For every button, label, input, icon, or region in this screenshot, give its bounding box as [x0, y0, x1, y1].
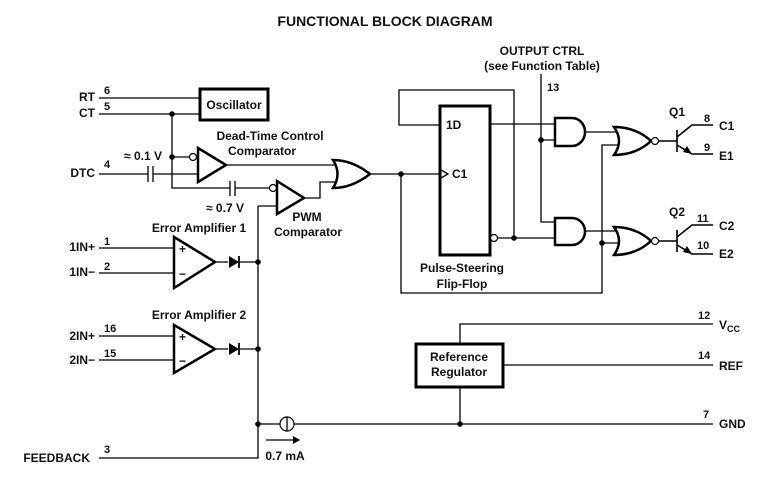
- ct-wire: [99, 113, 270, 189]
- error-amp-2-wires: [99, 335, 258, 361]
- pin-1in-plus-number: 1: [104, 236, 110, 248]
- pin-output-ctrl-number: 13: [547, 82, 559, 94]
- pin-e1-number: 9: [704, 142, 710, 154]
- ref-reg-label-2: Regulator: [431, 365, 487, 379]
- pin-1in-minus-number: 2: [104, 261, 110, 273]
- ff-clock-label: C1: [452, 167, 468, 181]
- junction: [169, 154, 175, 160]
- pin-rt-label: RT: [79, 90, 96, 104]
- pwm-wires: [258, 181, 338, 207]
- transistor-q1-icon: [659, 124, 713, 155]
- pin-c2-label: C2: [719, 219, 735, 233]
- and-output-wires: [585, 131, 620, 232]
- ff-q-bar-bubble: [489, 233, 499, 243]
- error-amp-2-plus: +: [179, 330, 186, 344]
- current-arrowhead-icon: [293, 436, 300, 444]
- error-amp-1-minus: −: [179, 267, 186, 281]
- nor-gate-2-bubble: [650, 236, 660, 246]
- junction: [511, 235, 517, 241]
- pin-1in-plus-label: 1IN+: [69, 240, 95, 254]
- feedback-bus: [99, 206, 259, 459]
- error-amp-2: [172, 322, 218, 376]
- pulse-steering-flip-flop: [438, 104, 492, 257]
- pin-gnd-label: GND: [719, 417, 746, 431]
- pwm-label-1: PWM: [292, 210, 321, 224]
- clock-wires: [370, 144, 620, 294]
- pin-dtc-number: 4: [104, 159, 111, 171]
- pin-rt-number: 6: [104, 85, 110, 97]
- ref-reg-label-1: Reference: [430, 350, 488, 364]
- pin-e2-number: 10: [697, 240, 709, 252]
- pin-c2-number: 11: [697, 213, 709, 225]
- output-ctrl-label-2: (see Function Table): [484, 59, 600, 73]
- pin-1in-minus-label: 1IN−: [69, 265, 95, 279]
- pwm-label-2: Comparator: [274, 225, 342, 239]
- transistor-q2-icon: [659, 224, 713, 255]
- pin-2in-minus-number: 15: [104, 348, 116, 360]
- dead-time-label-1: Dead-Time Control: [216, 129, 323, 143]
- q2-label: Q2: [669, 205, 685, 219]
- pin-ct-label: CT: [79, 106, 96, 120]
- offset-source-07v-icon: [229, 181, 236, 196]
- pin-e1-label: E1: [719, 149, 734, 163]
- nor-gate-1: [611, 125, 653, 157]
- offset-source-01v-icon: [147, 166, 154, 182]
- junction: [169, 111, 175, 117]
- dead-time-label-2: Comparator: [228, 144, 296, 158]
- or-gate: [330, 158, 373, 190]
- pin-dtc-label: DTC: [70, 166, 95, 180]
- offset-01v-label: ≈ 0.1 V: [124, 149, 162, 163]
- pin-gnd-number: 7: [703, 409, 709, 421]
- pin-2in-plus-label: 2IN+: [69, 329, 95, 343]
- and-gate-1: [553, 116, 587, 148]
- diode-1-icon: [229, 256, 240, 268]
- offset-07v-label: ≈ 0.7 V: [206, 201, 244, 215]
- pin-c1-number: 8: [704, 113, 710, 125]
- pin-c1-label: C1: [719, 119, 735, 133]
- pin-ref-label: REF: [719, 359, 743, 373]
- output-ctrl-label-1: OUTPUT CTRL: [500, 44, 585, 58]
- q1-label: Q1: [669, 105, 685, 119]
- oscillator-label: Oscillator: [206, 98, 262, 112]
- pin-ct-number: 5: [104, 101, 110, 113]
- pin-2in-plus-number: 16: [104, 323, 116, 335]
- and-gate-2: [553, 216, 587, 247]
- pin-e2-label: E2: [719, 247, 734, 261]
- flip-flop-wires: [398, 89, 555, 239]
- pwm-comparator: [268, 178, 307, 217]
- error-amp-1: [172, 234, 218, 291]
- nor-gate-1-bubble: [650, 136, 660, 146]
- ff-d-label: 1D: [446, 118, 462, 132]
- error-amp-2-minus: −: [179, 354, 186, 368]
- pin-feedback-label: FEEDBACK: [23, 451, 90, 465]
- junction: [457, 421, 463, 427]
- pin-vcc-number: 12: [698, 310, 710, 322]
- diagram-title: FUNCTIONAL BLOCK DIAGRAM: [277, 13, 492, 29]
- ff-label-1: Pulse-Steering: [420, 261, 504, 275]
- oscillator-block: Oscillator: [198, 87, 270, 122]
- current-source-icon: [279, 416, 295, 432]
- output-ctrl-wire: [540, 74, 555, 223]
- regulator-wires: [459, 323, 713, 424]
- pin-feedback-number: 3: [104, 444, 110, 456]
- ff-label-2: Flip-Flop: [437, 277, 488, 291]
- pin-2in-minus-label: 2IN−: [69, 353, 95, 367]
- junction: [398, 171, 404, 177]
- error-amp-1-label: Error Amplifier 1: [152, 221, 247, 235]
- error-amp-1-wires: [99, 247, 258, 274]
- junction: [599, 240, 605, 246]
- current-label: 0.7 mA: [265, 449, 305, 463]
- pin-ref-number: 14: [698, 350, 711, 362]
- error-amp-2-label: Error Amplifier 2: [152, 308, 247, 322]
- dead-time-comparator: [188, 145, 229, 185]
- nor-gate-2: [611, 225, 653, 257]
- junction: [538, 137, 544, 143]
- diode-2-icon: [229, 343, 240, 355]
- error-amp-1-plus: +: [179, 242, 186, 256]
- pin-vcc-label: VCC: [719, 318, 741, 334]
